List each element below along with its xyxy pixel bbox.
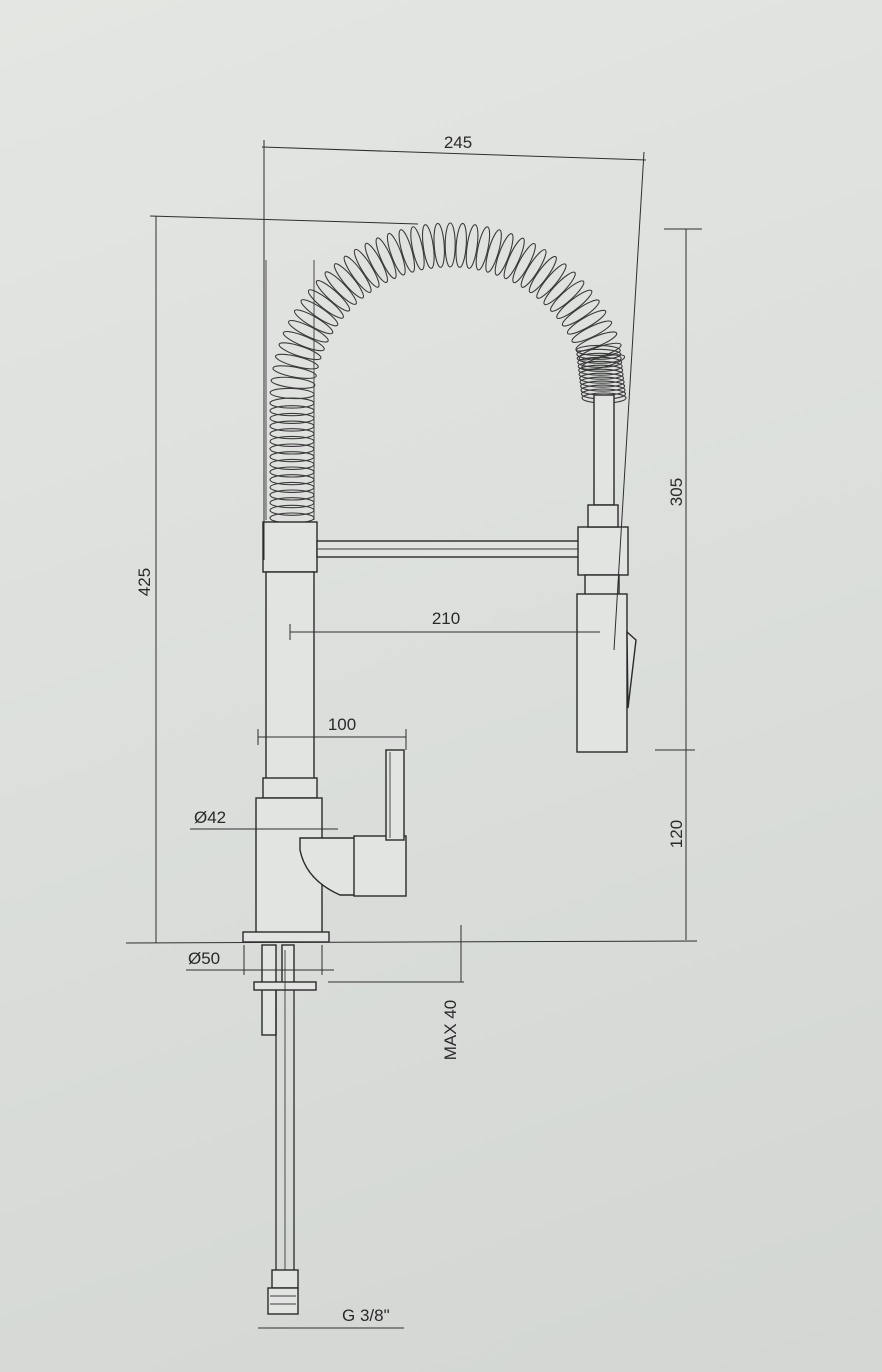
spring-coil-loop [269, 397, 315, 409]
spring-coil-loop [444, 222, 456, 268]
spring-coil-loop [578, 342, 622, 361]
spring-coil-loop [398, 229, 416, 273]
hose-nipple [281, 944, 295, 986]
spring-coil-loop [528, 255, 557, 294]
column-tube [265, 571, 315, 781]
label-100: 100 [328, 715, 356, 734]
hose-fitting [267, 1287, 299, 1315]
spring-coil-loop [269, 458, 315, 470]
spring-coil-loop [465, 224, 479, 269]
spring-coil-loop [386, 232, 406, 276]
spring-coil-loop [269, 412, 315, 424]
spray-head [576, 593, 628, 753]
spring-coil-loop [455, 222, 467, 268]
spring-coil-loop [578, 364, 624, 376]
label-dia-42: Ø42 [194, 808, 226, 827]
label-thread: G 3/8" [342, 1306, 390, 1325]
spring-coil-loop [579, 372, 625, 384]
spring-coil-loop [561, 299, 600, 327]
spring-coil-loop [269, 451, 315, 463]
spring-coil-loop [364, 242, 389, 284]
spring-coil-loop [300, 299, 339, 327]
spring-coil-loop [343, 255, 372, 293]
spring-coil-loop [324, 271, 357, 305]
spring-coil-loop [580, 380, 626, 392]
spring-coil-loop [549, 280, 585, 312]
spring-coil-loop [577, 360, 623, 372]
spring-coil-loop [433, 222, 445, 268]
spray-hose [593, 394, 615, 506]
spring-coil-loop [536, 263, 567, 299]
column-ring [262, 777, 318, 799]
spring-coil-loop [307, 289, 344, 319]
spring-coil-loop [575, 344, 621, 356]
spring-coil-loop [274, 353, 319, 370]
spray-head-cap [584, 574, 620, 596]
label-120: 120 [667, 820, 686, 848]
label-425: 425 [135, 568, 154, 596]
spring-coil-loop [282, 331, 325, 352]
base-flange [242, 931, 330, 943]
spring-coil-loop [333, 263, 365, 299]
spring-coil-loop [421, 224, 435, 269]
spring-coil-loop [485, 229, 502, 273]
spring-coil-loop [353, 248, 380, 288]
upper-collar [262, 521, 318, 573]
spring-coil-loop [410, 226, 425, 271]
faucet-outline [242, 260, 637, 1315]
spring-coil-loop [270, 376, 316, 389]
spring-coil-loop [494, 233, 514, 276]
spring-coil-loop [288, 320, 329, 343]
handle-hub [353, 835, 407, 897]
spring-coil-loop [315, 280, 351, 312]
spring-coil [269, 222, 627, 524]
spring-coil-loop [576, 348, 622, 360]
spring-coil-loop [375, 237, 397, 279]
label-210: 210 [432, 609, 460, 628]
handle-lever [385, 749, 405, 841]
hose-ferrule [271, 1269, 299, 1289]
spring-coil-loop [475, 226, 491, 271]
spring-coil-loop [566, 309, 607, 335]
spring-coil-loop [269, 497, 315, 509]
label-max-40: MAX 40 [441, 1000, 460, 1060]
spring-coil-loop [543, 271, 576, 306]
spray-trigger [626, 630, 637, 709]
spring-coil-loop [269, 435, 315, 447]
spring-coil-loop [520, 249, 547, 288]
label-dia-50: Ø50 [188, 949, 220, 968]
spray-nut [587, 504, 619, 528]
spring-coil-loop [269, 420, 315, 432]
spring-coil-loop [577, 356, 623, 368]
spring-coil-loop [269, 481, 315, 493]
mixer-neck [299, 837, 357, 896]
spring-coil-loop [576, 352, 622, 364]
spring-coil-loop [272, 365, 317, 379]
spring-coil-loop [512, 242, 536, 284]
dimension-lines [125, 140, 702, 1329]
label-245: 245 [444, 133, 472, 152]
spring-coil-loop [503, 237, 525, 280]
spring-coil-loop [556, 289, 593, 319]
spring-coil-loop [578, 368, 624, 380]
spring-coil-loop [579, 376, 625, 388]
spring-coil-loop [293, 309, 334, 335]
spring-coil-loop [269, 474, 315, 486]
spring-coil-loop [571, 320, 613, 343]
spring-coil-loop [278, 342, 322, 361]
label-305: 305 [667, 478, 686, 506]
